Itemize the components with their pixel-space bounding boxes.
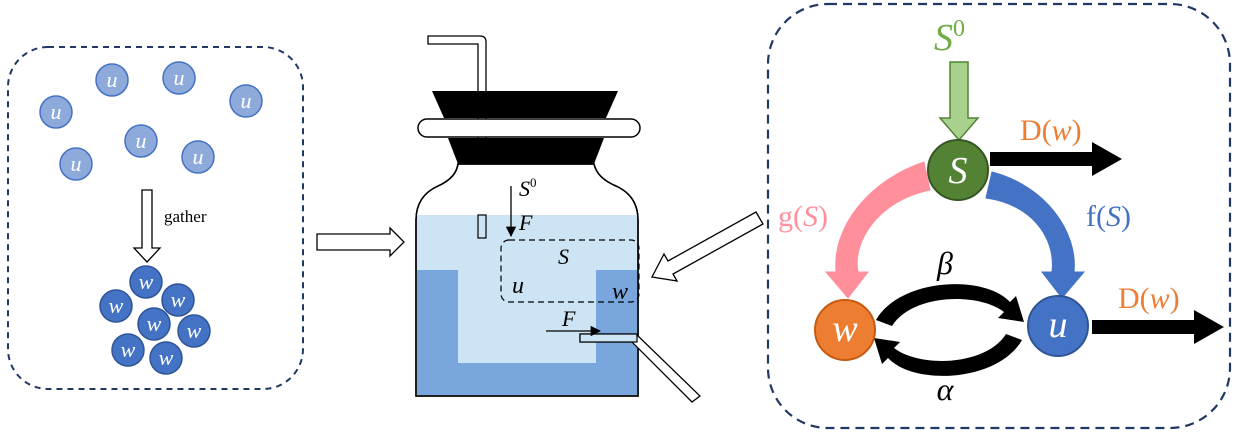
substrate-region — [500, 239, 640, 303]
dispersed-particles: u u u u u u u — [39, 61, 263, 181]
svg-text:u: u — [241, 88, 252, 113]
svg-text:S: S — [949, 150, 968, 192]
inflow-label: F — [518, 210, 533, 235]
right-panel: S0 S D(w) g(S) f(S) β α w u — [766, 2, 1232, 430]
particle-u: u — [162, 61, 196, 95]
stopper-bottom — [448, 138, 604, 164]
particle-u: u — [59, 147, 93, 181]
particle-w: w — [137, 307, 171, 341]
beta-arrow — [876, 284, 1024, 326]
beta-label: β — [936, 245, 953, 281]
input-arrow — [938, 61, 980, 142]
chemostat: S0 F S u w F — [415, 35, 701, 403]
substrate-label: S — [558, 244, 569, 269]
panel-to-chemostat-diagonal-arrow — [651, 211, 764, 282]
alpha-label: α — [937, 371, 955, 407]
svg-text:u: u — [51, 99, 62, 124]
gather-arrow — [132, 189, 162, 263]
svg-text:u: u — [1049, 304, 1068, 346]
particle-w: w — [149, 341, 183, 375]
particle-w: w — [177, 314, 211, 348]
chemostat-input-label: S0 — [519, 175, 537, 201]
svg-text:u: u — [107, 67, 118, 92]
gather-label: gather — [164, 207, 207, 226]
panel-to-chemostat-arrow — [316, 226, 405, 258]
svg-text:w: w — [109, 293, 124, 318]
f-label: f(S) — [1086, 200, 1131, 233]
svg-text:w: w — [171, 287, 186, 312]
particle-w: w — [99, 289, 133, 323]
outflow-label: F — [561, 306, 576, 331]
chemostat-u-label: u — [512, 273, 524, 299]
chemostat-w-label: w — [612, 279, 628, 305]
particle-u: u — [124, 124, 158, 158]
left-panel-border — [7, 46, 304, 390]
particle-u: u — [95, 63, 129, 97]
svg-text:w: w — [121, 337, 136, 362]
washout-arrow-bottom — [1092, 310, 1224, 344]
svg-text:u: u — [136, 128, 147, 153]
svg-text:w: w — [159, 345, 174, 370]
svg-text:w: w — [187, 318, 202, 343]
alpha-arrow — [874, 334, 1022, 376]
particle-w: w — [111, 333, 145, 367]
system-input-label: S0 — [934, 16, 965, 59]
svg-text:u: u — [71, 151, 82, 176]
particle-u: u — [39, 95, 73, 129]
particle-u: u — [229, 84, 263, 118]
g-label: g(S) — [778, 200, 828, 233]
svg-text:w: w — [139, 269, 154, 294]
s-node: S — [927, 139, 989, 201]
particle-u: u — [181, 140, 215, 174]
particle-w: w — [161, 283, 195, 317]
f-arrow — [985, 171, 1086, 299]
washout-label-top: D(w) — [1020, 114, 1082, 147]
svg-text:u: u — [193, 144, 204, 169]
gathered-cluster: w w w w w w w — [99, 265, 211, 375]
particle-w: w — [129, 265, 163, 299]
dark-liquid-region — [417, 270, 637, 395]
svg-text:w: w — [147, 311, 162, 336]
w-node: w — [814, 299, 876, 361]
svg-text:w: w — [832, 308, 858, 350]
u-node: u — [1027, 295, 1089, 357]
g-arrow — [824, 161, 931, 299]
washout-arrow-top — [990, 142, 1122, 176]
washout-label-bottom: D(w) — [1118, 282, 1180, 315]
left-panel: u u u u u u u gather w w w w w w w — [7, 46, 304, 390]
svg-text:u: u — [174, 65, 185, 90]
right-panel-border — [766, 2, 1232, 430]
stopper-top — [432, 91, 618, 118]
stopper-ring — [417, 118, 641, 138]
